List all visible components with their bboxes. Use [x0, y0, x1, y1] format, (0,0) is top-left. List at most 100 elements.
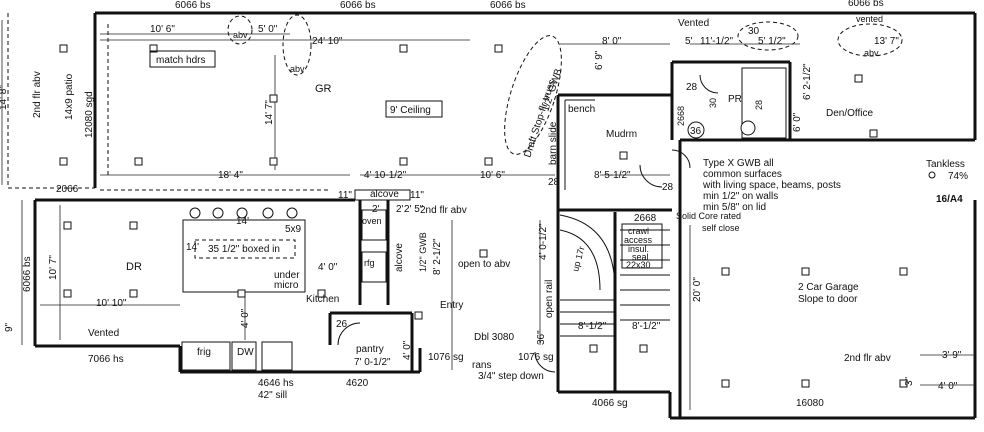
room-pantry: pantry — [356, 344, 384, 355]
crawl-access-box — [621, 223, 663, 269]
dim-36-b: 36" — [536, 330, 547, 345]
dim-2-5: 2' 5" — [404, 204, 424, 215]
room-dr: DR — [126, 261, 142, 273]
room-den-office: Den/Office — [826, 108, 873, 119]
note-boxed-in: 35 1/2" boxed in — [208, 244, 280, 255]
note-type-x-5: min 5/8" on lid — [703, 202, 766, 213]
dim-26: 26 — [336, 319, 348, 330]
note-tankless: Tankless — [926, 159, 965, 170]
note-crawl-4: seal — [632, 252, 649, 262]
water-heater — [687, 121, 705, 139]
door-swings — [337, 74, 719, 373]
dim-28-c: 28 — [662, 182, 674, 193]
dim-8-5-1-2: 8' 5-1/2" — [594, 170, 631, 181]
note-crawl-3: insul. — [628, 244, 649, 254]
note-rfg: rfg — [364, 258, 375, 268]
rfg-box — [361, 251, 387, 283]
dim-20-0: 20' 0" — [692, 277, 703, 302]
dim-6-9: 6' 9" — [594, 50, 605, 70]
dim-18-4: 18' 4" — [218, 170, 243, 181]
dim-5-0: 5' 0" — [258, 24, 278, 35]
header-ellipse-2 — [282, 14, 312, 76]
note-second-flr-abv-1: 2nd flr abv — [420, 205, 467, 216]
note-tankless-pct: 74% — [948, 171, 968, 182]
note-crawl-5: 22x30 — [626, 260, 651, 270]
dim-11-b: 11" — [410, 190, 424, 201]
window-top-2: 6066 bs — [340, 0, 376, 11]
note-vented-1: Vented — [88, 328, 119, 339]
dim-30: 30 — [748, 26, 760, 37]
window-4066sg: 4066 sg — [592, 398, 628, 409]
note-type-x-3: with living space, beams, posts — [702, 180, 841, 191]
island-boxed-in — [194, 239, 296, 259]
note-patio-1: 14x9 patio — [64, 73, 75, 120]
interior-walls — [328, 60, 792, 418]
dimension-lines — [1, 20, 975, 410]
note-ceiling: 9' Ceiling — [390, 105, 431, 116]
vent-ellipse-1 — [737, 21, 799, 51]
room-oven: oven — [362, 216, 382, 226]
note-crawl-1: crawl — [628, 226, 649, 236]
dim-4-0-a: 4' 0" — [318, 262, 338, 273]
dim-28-d: 28 — [754, 100, 764, 110]
match-hdrs-box — [149, 50, 216, 68]
dim-10-10: 10' 10" — [96, 298, 127, 309]
note-step-down: 3/4" step down — [478, 371, 544, 382]
dim-36: 36 — [690, 126, 702, 137]
dim-4-0-1-2: 4' 0-1/2" — [538, 223, 549, 260]
note-sill: 42" sill — [258, 390, 287, 401]
note-abv-2: abv — [290, 64, 305, 74]
dim-7-0-1-2: 7' 0-1/2" — [354, 357, 391, 368]
dim-10-7: 10' 7" — [48, 255, 59, 280]
dim-9: 9" — [4, 322, 15, 332]
dim-3: 3" — [904, 376, 915, 386]
door-2668b: 2668 — [676, 106, 686, 126]
note-dbl: Dbl 3080 — [474, 332, 514, 343]
tankless-icon — [928, 171, 936, 179]
room-garage-2: Slope to door — [798, 294, 858, 305]
dim-4-0-d: 4' 0" — [402, 340, 413, 360]
dim-30-b: 30 — [708, 98, 718, 108]
recessed-lights — [59, 44, 908, 388]
dim-5-1-2: 5' 1/2" — [758, 36, 786, 47]
door-2668: 2668 — [634, 213, 657, 224]
dim-6-0: 6' 0" — [792, 112, 803, 132]
room-garage-1: 2 Car Garage — [798, 282, 859, 293]
dim-14-a: 14' — [236, 216, 249, 227]
room-dw: DW — [237, 347, 254, 358]
note-gwb: 1/2" GWB — [418, 232, 428, 272]
room-kitchen: Kitchen — [306, 294, 339, 305]
window-top-3: 6066 bs — [490, 0, 526, 11]
note-vented-3: vented — [856, 14, 883, 24]
dim-4-10-1-2: 4' 10-1/2" — [364, 170, 407, 181]
note-solid-core-1: Solid Core rated — [676, 211, 741, 221]
ceiling-box — [385, 100, 443, 118]
dim-28-b: 28 — [548, 177, 560, 188]
patio-outline — [7, 13, 330, 191]
sink-box — [261, 341, 293, 371]
window-4646hs: 4646 hs — [258, 378, 294, 389]
note-5x9: 5x9 — [285, 224, 302, 235]
note-solid-core-2: self close — [702, 223, 740, 233]
dim-4-0-c: 4' 0" — [938, 381, 958, 392]
note-type-x-2: common surfaces — [703, 169, 782, 180]
bar-stools — [189, 207, 298, 219]
dim-3-9: 3' 9" — [942, 350, 962, 361]
dim-2-a: 2' — [372, 204, 380, 215]
dim-6-2-1-2: 6' 2-1/2" — [802, 63, 813, 100]
dim-28-a: 28 — [686, 82, 698, 93]
dim-8-1-2-b: 8'-1/2" — [632, 321, 661, 332]
dim-11-1-2: 11'-1/2" — [700, 36, 734, 47]
dim-14-b: 14' — [186, 242, 199, 253]
note-ransom: rans — [472, 360, 491, 371]
note-ref-16a4: 16/A4 — [936, 194, 963, 205]
window-7066hs: 7066 hs — [88, 354, 124, 365]
room-pr: PR — [728, 94, 742, 105]
room-entry: Entry — [440, 300, 463, 311]
room-alcove-1: alcove — [370, 189, 399, 200]
dim-14-8: 14' 8" — [0, 85, 9, 110]
window-4620: 4620 — [346, 378, 369, 389]
oven-box — [361, 209, 387, 241]
window-1076sg-1: 1076 sg — [428, 352, 464, 363]
